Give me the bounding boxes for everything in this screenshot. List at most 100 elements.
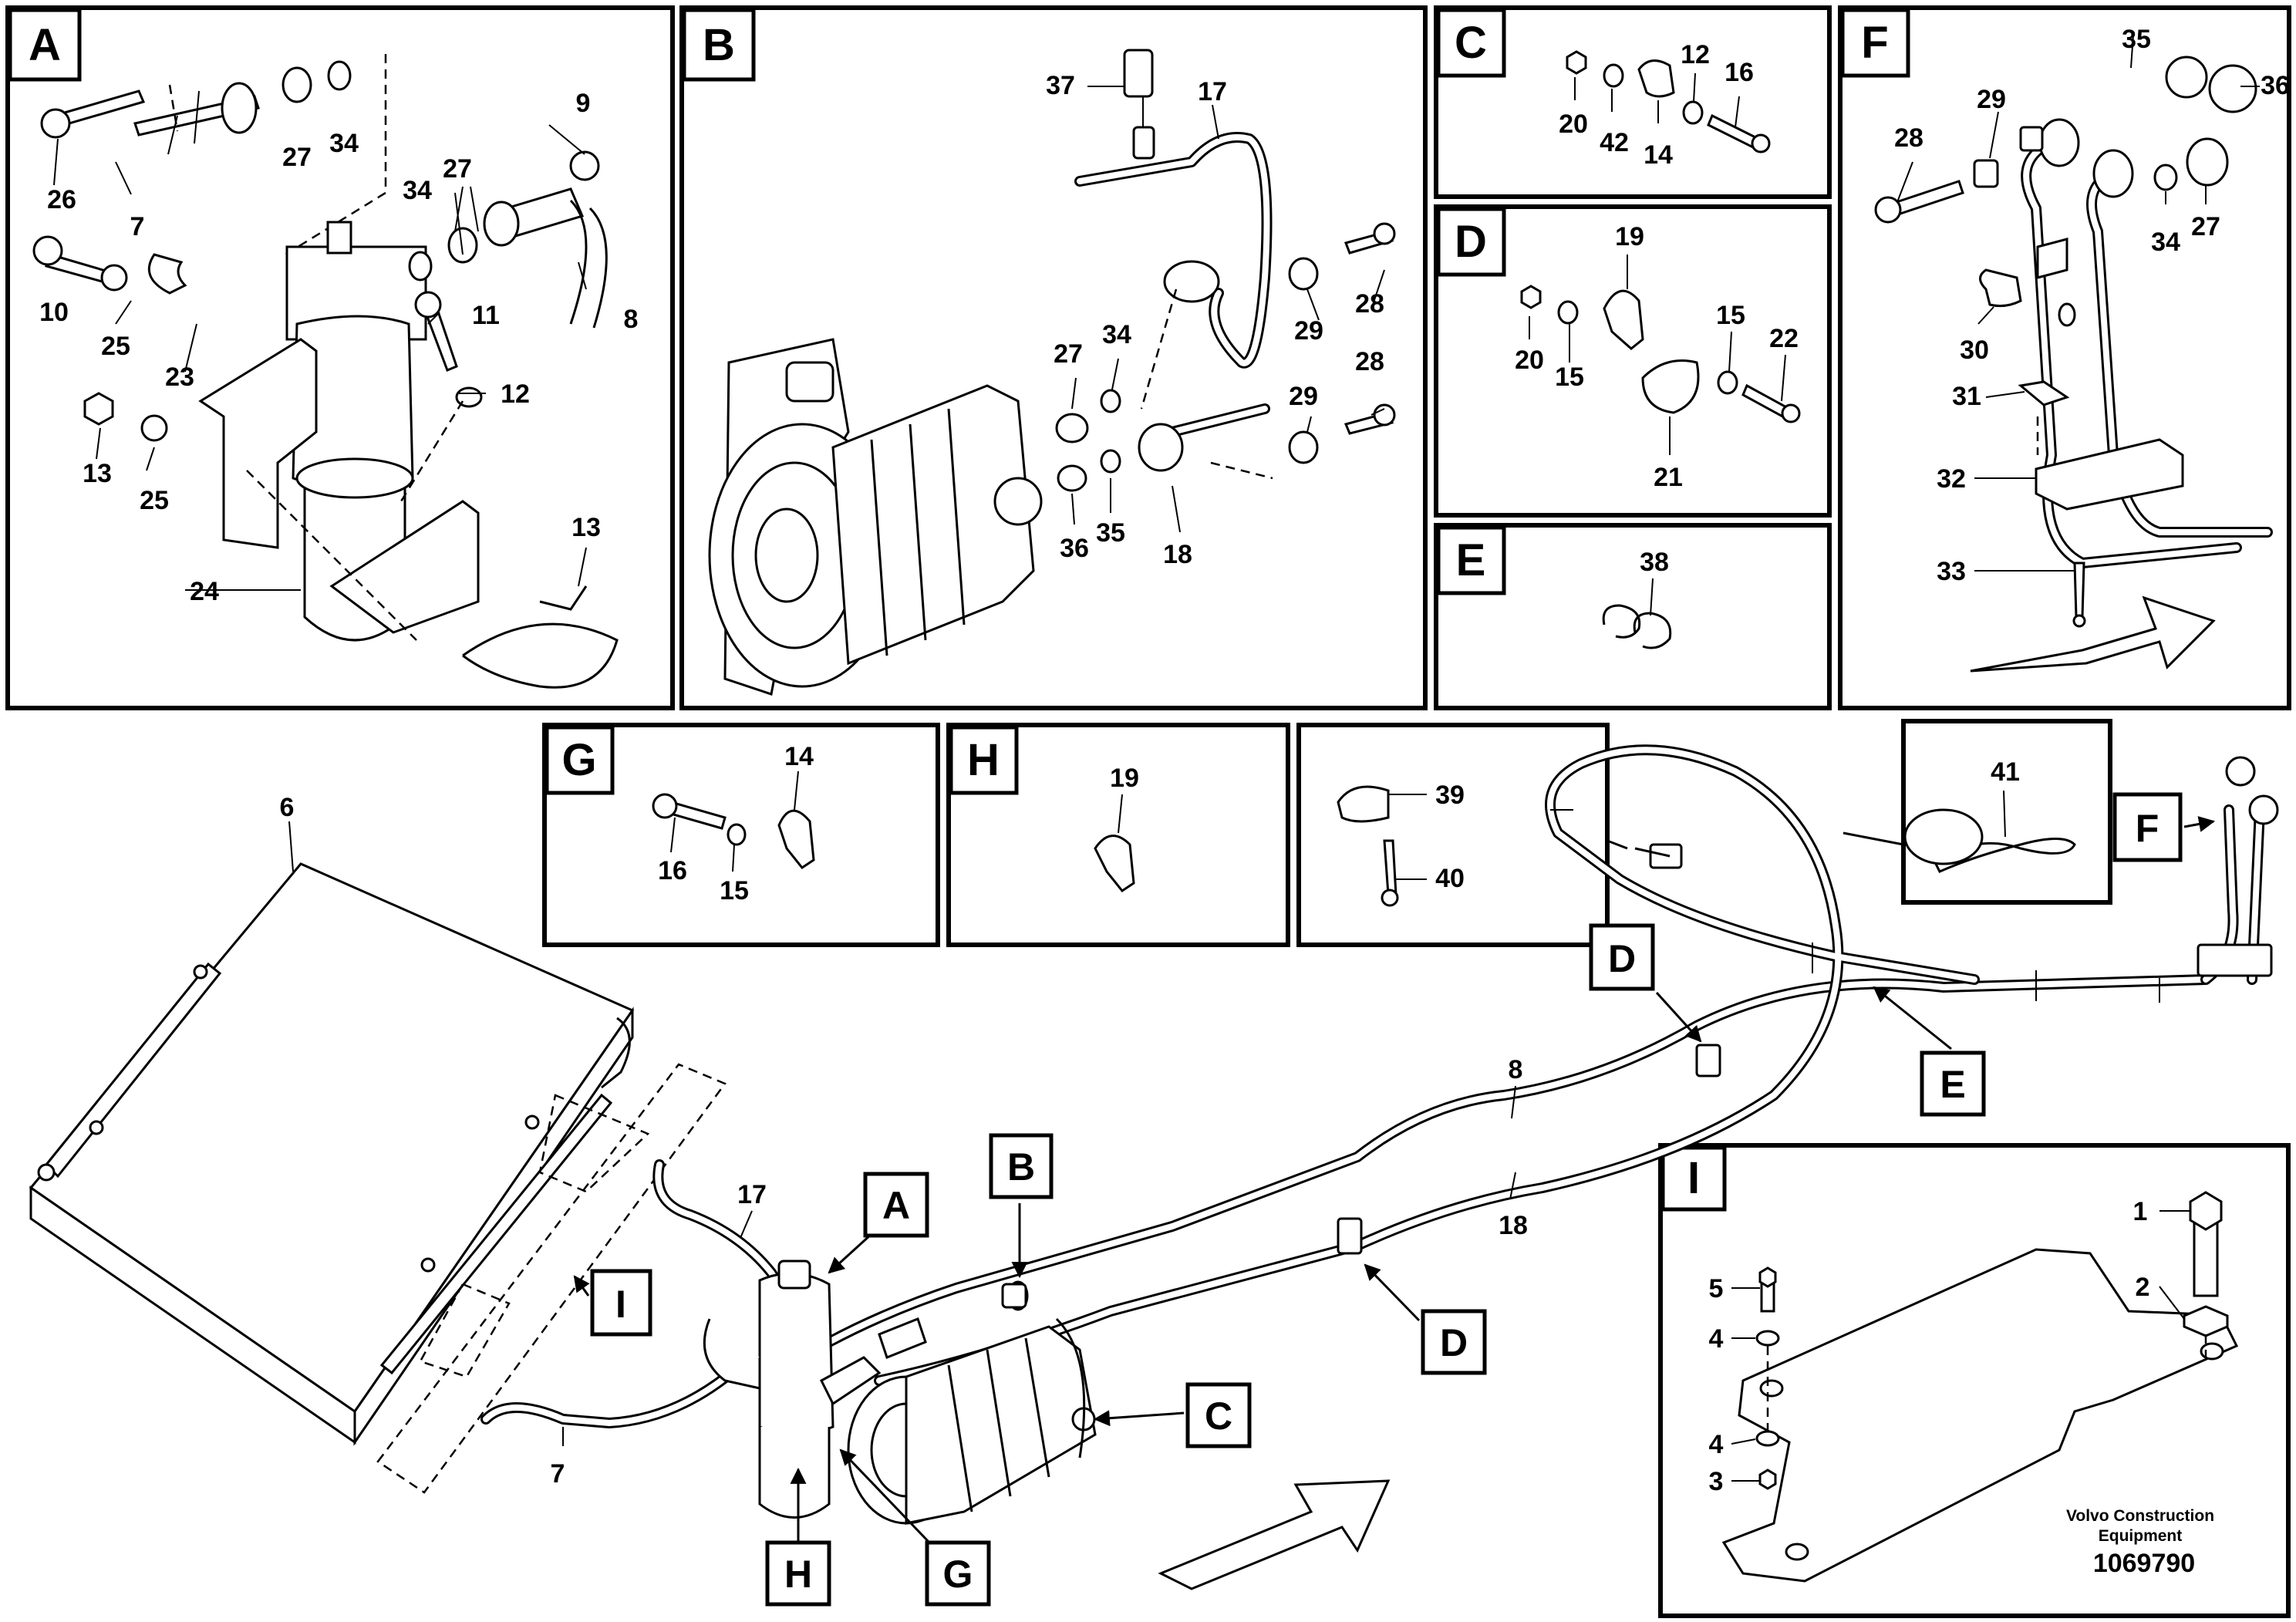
- part-label: 27: [1054, 339, 1083, 369]
- part-label: 18: [1163, 540, 1192, 569]
- part-label: 24: [190, 577, 219, 606]
- compressor: [708, 338, 1043, 696]
- condenser: [29, 862, 635, 1446]
- panel-e-letter: E: [1456, 535, 1486, 585]
- part-label: 28: [1894, 123, 1923, 153]
- part-label: 23: [165, 363, 194, 392]
- panel-i: I 1 2 5 4 4 3 Volvo Construction Equipme…: [1658, 1143, 2291, 1618]
- part-label: 7: [551, 1459, 565, 1489]
- part-label: 18: [1499, 1211, 1528, 1240]
- ref-tag-b: B: [1007, 1145, 1035, 1189]
- part-label: 16: [658, 856, 687, 885]
- ref-tag-h: H: [784, 1553, 812, 1596]
- ref-tag-c: C: [1205, 1394, 1232, 1438]
- part-label: 19: [1110, 764, 1139, 793]
- part-label: 15: [720, 876, 749, 905]
- part-label: 10: [39, 298, 69, 327]
- part-label: 33: [1937, 557, 1966, 586]
- panel-d: D 19 20 15 15 22 21: [1434, 204, 1832, 518]
- panel-i-letter: I: [1687, 1153, 1700, 1203]
- panel-tie-detail: 41: [1901, 719, 2112, 905]
- panel-h-letter: H: [967, 735, 1000, 785]
- part-label: 34: [329, 129, 359, 158]
- part-label: 29: [1977, 85, 2006, 114]
- part-label: 3: [1709, 1467, 1724, 1496]
- part-label: 42: [1600, 128, 1629, 157]
- part-label: 20: [1559, 110, 1588, 139]
- part-label: 31: [1952, 382, 1981, 411]
- part-label: 4: [1709, 1430, 1724, 1459]
- ref-tag-i: I: [615, 1283, 626, 1326]
- part-label: 34: [403, 176, 432, 205]
- hose-17: [1055, 49, 1396, 492]
- part-label: 21: [1654, 463, 1683, 492]
- part-label: 36: [1060, 534, 1089, 563]
- part-label: 6: [280, 793, 295, 822]
- part-label: 25: [140, 486, 169, 515]
- part-label: 35: [2122, 25, 2151, 54]
- part-label: 27: [443, 154, 472, 184]
- panel-d-letter: D: [1455, 217, 1487, 267]
- panel-i-callouts: [1731, 1210, 2190, 1482]
- part-label: 22: [1769, 324, 1799, 353]
- panel-a: A: [5, 5, 675, 710]
- mounting-plate: [1721, 1191, 2239, 1583]
- part-label: 15: [1555, 363, 1584, 392]
- ref-tag-d-upper: D: [1608, 937, 1636, 980]
- part-label: 34: [2151, 228, 2180, 257]
- part-label: 1: [2133, 1197, 2148, 1226]
- part-label: 8: [1509, 1055, 1523, 1084]
- panel-f-callouts: [1896, 34, 2260, 572]
- part-label: 19: [1615, 222, 1644, 251]
- part-label: 26: [47, 185, 76, 214]
- brand-line-2: Equipment: [2099, 1527, 2183, 1545]
- part-label: 13: [83, 459, 112, 488]
- panel-b: B: [679, 5, 1428, 710]
- part-label: 14: [1644, 140, 1673, 170]
- part-label: 14: [784, 742, 814, 771]
- part-label: 38: [1640, 548, 1669, 577]
- panel-b-letter: B: [703, 20, 735, 70]
- panel-clip-detail: 39 40: [1296, 723, 1628, 947]
- panel-g: G 14 16 15: [542, 723, 940, 947]
- receiver-drier-assembly: [32, 54, 619, 689]
- part-label: 25: [101, 332, 130, 361]
- ref-tag-e: E: [1940, 1063, 1965, 1106]
- part-label: 17: [737, 1180, 767, 1209]
- part-label: 5: [1709, 1274, 1724, 1303]
- part-label: 29: [1294, 316, 1323, 346]
- panel-f-letter: F: [1861, 18, 1888, 68]
- ref-tag-g: G: [943, 1553, 973, 1596]
- main-assembly: 6 17 7 8 18: [29, 744, 2279, 1590]
- part-label: 27: [282, 143, 312, 172]
- part-label: 12: [501, 379, 530, 409]
- part-label: 20: [1515, 346, 1544, 375]
- panel-g-letter: G: [561, 735, 596, 785]
- ref-tag-d-lower: D: [1440, 1321, 1468, 1364]
- part-label: 7: [130, 212, 145, 241]
- panel-h: H 19: [946, 723, 1290, 947]
- part-label: 9: [576, 89, 591, 118]
- part-label: 13: [571, 513, 601, 542]
- part-label: 32: [1937, 464, 1966, 494]
- part-label: 27: [2191, 212, 2220, 241]
- part-label: 36: [2261, 71, 2290, 100]
- part-label: 15: [1716, 301, 1745, 330]
- part-label: 34: [1102, 320, 1131, 349]
- part-label: 41: [1991, 757, 2020, 787]
- part-label: 17: [1198, 77, 1227, 106]
- ref-tag-f: F: [2136, 807, 2159, 850]
- part-label: 12: [1681, 40, 1710, 69]
- part-label: 40: [1435, 864, 1465, 893]
- part-label: 16: [1725, 58, 1754, 87]
- panel-c: C 20 42 14 12 16: [1434, 5, 1832, 199]
- main-reference-tags: A B C D D E F G H I: [573, 792, 2216, 1607]
- part-label: 4: [1709, 1324, 1724, 1354]
- panel-f: F: [1838, 5, 2291, 710]
- main-drier-compressor: [703, 1259, 1097, 1525]
- part-label: 11: [472, 301, 500, 330]
- part-label: 8: [624, 305, 639, 334]
- part-label: 37: [1046, 71, 1075, 100]
- panel-a-letter: A: [29, 20, 61, 70]
